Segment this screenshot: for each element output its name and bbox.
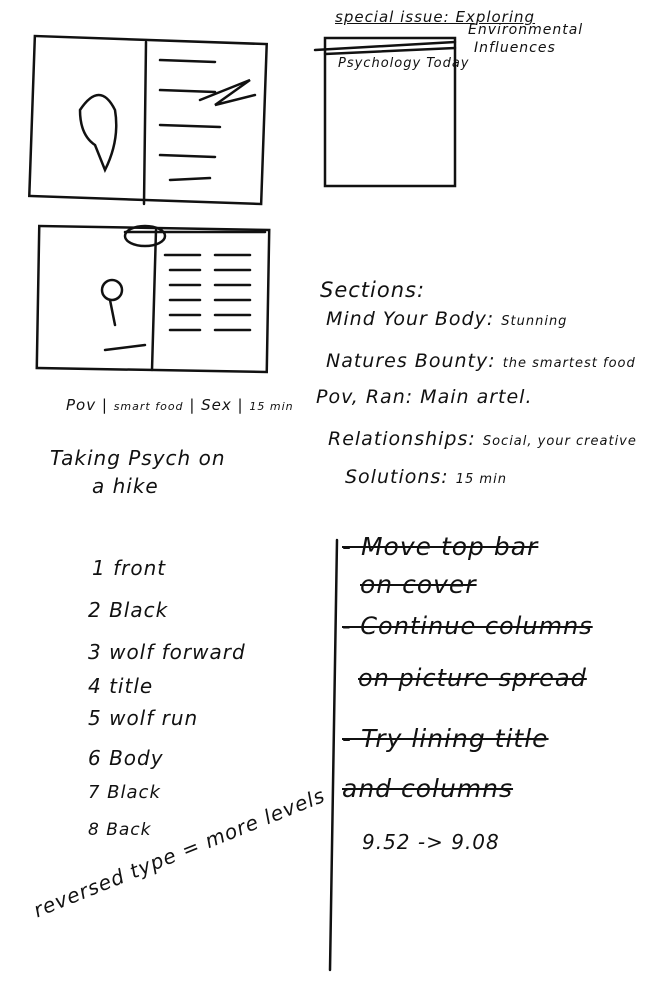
- sections-heading: Sections:: [320, 278, 426, 302]
- divider: [328, 538, 339, 972]
- section-item: Relationships: Social, your creative: [328, 428, 637, 450]
- cover-banner-line-2: Environmental: [468, 22, 584, 38]
- section-name: Mind Your Body:: [326, 308, 495, 330]
- section-item: Solutions: 15 min: [345, 466, 507, 488]
- section-note: the smartest food: [502, 356, 636, 371]
- section-item: Natures Bounty: the smartest food: [326, 350, 636, 372]
- cover-sketch: [313, 36, 457, 188]
- todo-line: on cover: [360, 570, 477, 599]
- page-order-item: 8 Back: [88, 820, 152, 840]
- todo-line: - Move top bar: [342, 532, 539, 561]
- spread-sketch-1: [27, 34, 269, 206]
- page-order-item: 4 title: [88, 674, 154, 698]
- page-order-item: 3 wolf forward: [88, 640, 246, 664]
- spread-sketch-2: [35, 224, 271, 374]
- toc-cell: Pov: [66, 396, 97, 414]
- toc-cell: Sex: [201, 396, 232, 414]
- toc-row: Pov | smart food | Sex | 15 min: [66, 396, 294, 414]
- section-name: Natures Bounty:: [326, 350, 496, 372]
- todo-line: on picture spread: [358, 664, 587, 692]
- section-item: Mind Your Body: Stunning: [326, 308, 567, 330]
- cover-masthead: Psychology Today: [338, 56, 470, 71]
- section-name: Relationships:: [328, 428, 476, 450]
- page-order-item: 1 front: [92, 556, 167, 580]
- cover-banner-line-3: Influences: [474, 40, 556, 56]
- section-note: 15 min: [455, 472, 507, 487]
- todo-line: and columns: [342, 774, 514, 803]
- page-order-item: 2 Black: [88, 598, 169, 622]
- section-item: Pov, Ran: Main artel.: [316, 386, 533, 408]
- section-name: Pov, Ran: Main artel.: [316, 386, 533, 408]
- page-order-item: 5 wolf run: [88, 706, 199, 730]
- toc-cell: 15 min: [249, 400, 294, 413]
- toc-caption-2: a hike: [92, 474, 159, 498]
- toc-caption-1: Taking Psych on: [50, 446, 226, 470]
- page-order-item: 6 Body: [88, 746, 164, 770]
- page-order-item: 7 Black: [88, 782, 161, 803]
- section-note: Social, your creative: [482, 434, 637, 449]
- section-name: Solutions:: [345, 466, 449, 488]
- section-note: Stunning: [501, 314, 568, 329]
- cover-banner: special issue: Exploring: [335, 8, 536, 26]
- toc-cell: smart food: [113, 400, 184, 413]
- time-note: 9.52 -> 9.08: [362, 830, 500, 854]
- todo-line: - Continue columns: [342, 612, 593, 640]
- todo-line: - Try lining title: [342, 724, 549, 753]
